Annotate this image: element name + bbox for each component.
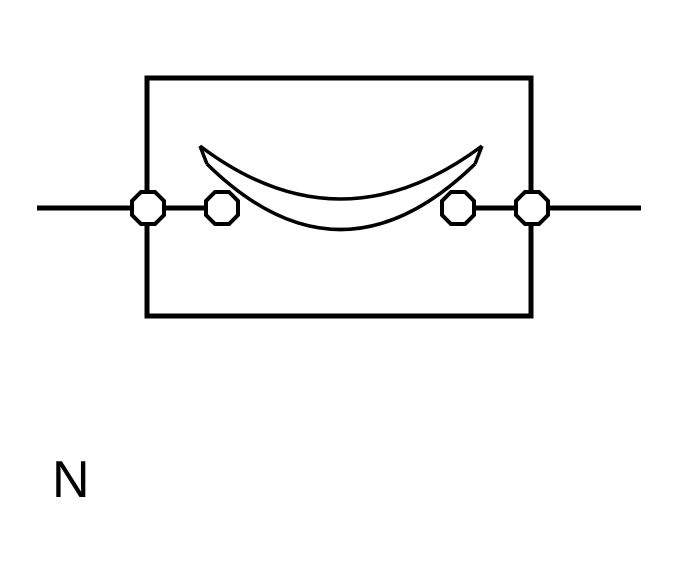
fuse-element-left-tip — [198, 145, 209, 165]
fuse-element-lower-arc — [205, 162, 477, 232]
terminal-inner-left — [204, 190, 240, 226]
enclosure-box — [144, 75, 534, 319]
terminal-inner-right — [440, 190, 476, 226]
symbol-label: N — [52, 451, 90, 509]
terminal-outer-left — [130, 190, 166, 226]
fuse-element-right-tip — [473, 145, 484, 165]
fuse-element-upper-arc — [198, 144, 484, 201]
terminal-outer-right — [514, 190, 550, 226]
